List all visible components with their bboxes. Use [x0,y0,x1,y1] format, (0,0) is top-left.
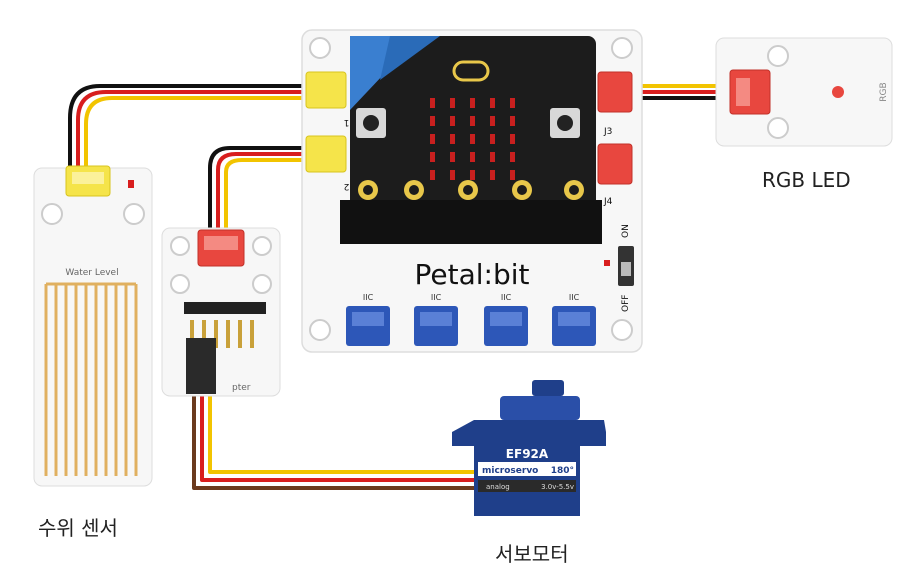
i2c-label-2: IIC [431,293,442,302]
led-matrix [430,98,515,180]
rgb-led-module: RGB [715,37,893,147]
water-sensor-traces [44,282,138,476]
petalbit-board: J1 J2 J3 J4 [301,29,643,353]
port-j4-connector [597,143,633,185]
adapter-pin-header [190,320,254,348]
port-j1-connector [305,71,347,109]
mount-hole-icon [41,203,63,225]
servo-degrees: 180° [551,466,574,476]
water-level-sensor: Water Level [33,165,153,487]
switch-on-label: ON [621,224,631,238]
mount-hole-icon [252,236,272,256]
rgb-side-label: RGB [879,82,889,101]
switch-off-label: OFF [621,295,631,312]
adapter-title: pter [232,383,251,393]
mount-hole-icon [611,37,633,59]
servo-horn [532,380,564,396]
mount-hole-icon [309,37,331,59]
water-sensor-caption: 수위 센서 [38,516,118,540]
mount-hole-icon [123,203,145,225]
servo-caption: 서보모터 [495,542,569,566]
water-level-title: Water Level [65,268,118,278]
mount-hole-icon [252,274,272,294]
port-j2-connector [305,135,347,173]
servo-spec-left: analog [486,483,510,491]
rgb-led-light-icon [832,86,844,98]
rgb-led-caption: RGB LED [762,168,851,192]
mount-hole-icon [170,236,190,256]
wire-adapter-to-j2 [208,146,310,232]
port-j3-connector [597,71,633,113]
port-j3-label: J3 [603,127,612,137]
i2c-label-3: IIC [501,293,512,302]
mount-hole-icon [767,45,789,67]
edge-connector-slot [340,200,602,244]
port-j1-label: J1 [344,117,353,127]
i2c-ports: IIC IIC IIC IIC [346,293,596,346]
adapter-plug [186,338,216,394]
mount-hole-icon [767,117,789,139]
wire-water-to-j1 [68,84,310,170]
mount-hole-icon [309,319,331,341]
port-j2-label: J2 [344,181,353,191]
wire-adapter-to-servo [192,390,478,490]
wire-j3-to-rgb [626,84,734,100]
i2c-label-4: IIC [569,293,580,302]
servo-brand: microservo [482,466,538,476]
servo-spec-right: 3.0v-5.5v [541,483,574,491]
i2c-label-1: IIC [363,293,374,302]
mount-hole-icon [170,274,190,294]
microbit-logo-icon [452,60,490,82]
adapter-module: pter [161,227,281,397]
servo-motor: EF92A microservo 180° analog 3.0v-5.5v [452,380,606,516]
servo-model: EF92A [506,447,549,461]
microbit [340,36,602,244]
port-j4-label: J4 [603,197,613,207]
board-name: Petal:bit [415,258,530,291]
mount-hole-icon [611,319,633,341]
